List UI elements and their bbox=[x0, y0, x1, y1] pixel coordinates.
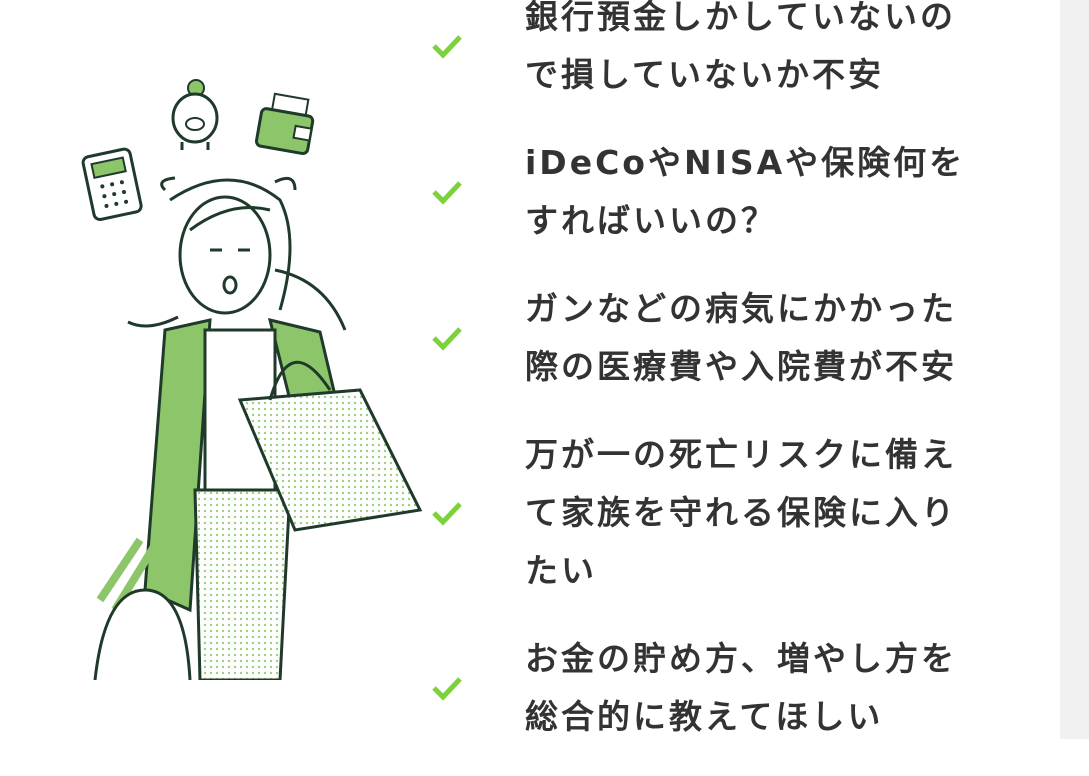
worried-woman-illustration bbox=[81, 79, 423, 680]
item-text: iDeCoやNISAや保険何を bbox=[525, 143, 966, 182]
item-text: お金の貯め方、増やし方を bbox=[525, 639, 957, 678]
item-text: 銀行預金しかしていないの bbox=[525, 0, 957, 36]
check-icon bbox=[432, 181, 462, 205]
item-text: たい bbox=[525, 551, 597, 590]
item-text: で損していないか不安 bbox=[525, 55, 885, 94]
scrollbar-track[interactable] bbox=[1060, 0, 1089, 739]
check-icon bbox=[432, 677, 462, 701]
checklist-item: お金の貯め方、増やし方を 総合的に教えてほしい bbox=[430, 630, 1050, 746]
check-icon bbox=[432, 327, 462, 351]
checklist-item: ガンなどの病気にかかった 際の医療費や入院費が不安 bbox=[430, 280, 1050, 396]
concerns-checklist: 銀行預金しかしていないの で損していないか不安 iDeCoやNISAや保険何を … bbox=[430, 0, 1050, 776]
check-icon bbox=[432, 35, 462, 59]
checklist-item: 万が一の死亡リスクに備え て家族を守れる保険に入り たい bbox=[430, 426, 1050, 600]
wallet-icon bbox=[254, 92, 315, 156]
check-icon bbox=[432, 502, 462, 526]
item-text: 総合的に教えてほしい bbox=[525, 697, 884, 736]
item-text: 際の医療費や入院費が不安 bbox=[525, 347, 957, 386]
item-text: ガンなどの病気にかかった bbox=[525, 289, 957, 328]
calculator-icon bbox=[81, 147, 143, 221]
item-text: 万が一の死亡リスクに備え bbox=[525, 435, 957, 474]
checklist-item: iDeCoやNISAや保険何を すればいいの？ bbox=[430, 134, 1050, 250]
item-text: て家族を守れる保険に入り bbox=[525, 493, 957, 532]
checklist-item: 銀行預金しかしていないの で損していないか不安 bbox=[430, 0, 1050, 104]
item-text: すればいいの？ bbox=[525, 201, 777, 240]
piggy-bank-icon bbox=[171, 79, 219, 150]
